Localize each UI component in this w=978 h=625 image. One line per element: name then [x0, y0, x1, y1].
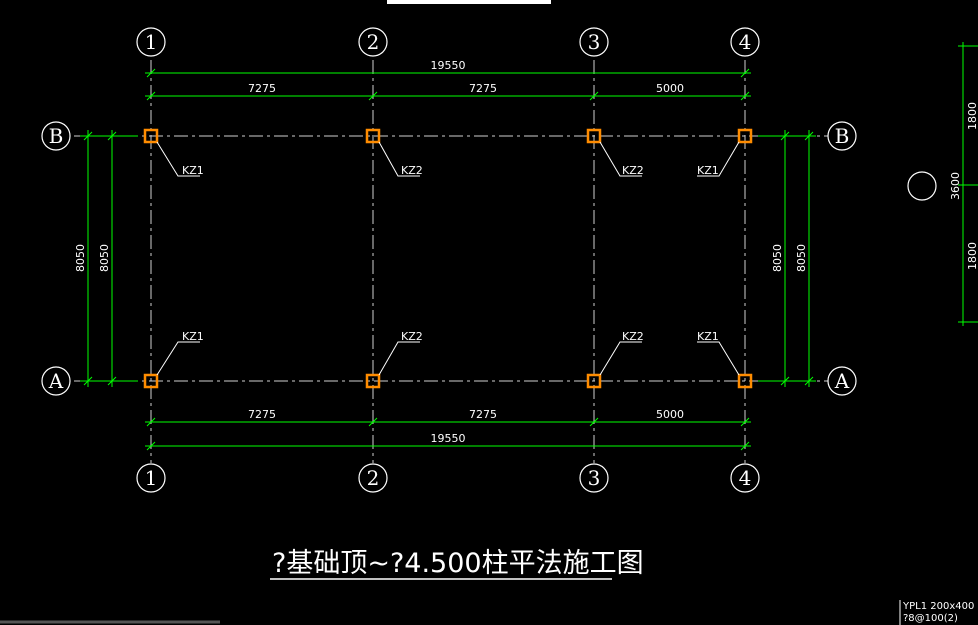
svg-text:A: A	[48, 369, 64, 393]
column-B2[interactable]	[365, 128, 381, 144]
column-tag-leaders	[156, 141, 740, 376]
column-B3[interactable]	[586, 128, 602, 144]
column-A2[interactable]	[365, 373, 381, 389]
dim-top-span-3: 5000	[656, 82, 684, 95]
dim-left-outer: 8050	[74, 244, 87, 272]
axis-bubble-top-4[interactable]: 4	[730, 27, 760, 57]
axis-bubbles-bottom: 1 2 3 4	[136, 463, 760, 493]
axis-bubble-left-A[interactable]: A	[41, 366, 71, 396]
svg-text:1: 1	[145, 466, 158, 490]
axis-bubble-bottom-2[interactable]: 2	[358, 463, 388, 493]
axis-bubble-right-A[interactable]: A	[827, 366, 857, 396]
tag-B2: KZ2	[401, 164, 423, 177]
columns	[143, 128, 753, 389]
svg-text:A: A	[834, 369, 850, 393]
side-detail-section-circle	[907, 171, 937, 201]
column-A4[interactable]	[737, 373, 753, 389]
tag-A1: KZ1	[182, 330, 204, 343]
axis-bubble-left-B[interactable]: B	[41, 121, 71, 151]
svg-text:2: 2	[367, 466, 380, 490]
dim-top-total: 19550	[431, 59, 466, 72]
top-title-underline	[387, 0, 551, 4]
svg-text:B: B	[49, 124, 64, 148]
svg-text:3: 3	[588, 30, 601, 54]
tag-B4: KZ1	[697, 164, 719, 177]
tag-A2: KZ2	[401, 330, 423, 343]
beam-note-line2: ?8@100(2)	[903, 613, 958, 624]
grid-axis-lines	[74, 60, 828, 463]
svg-text:3: 3	[588, 466, 601, 490]
axis-bubble-bottom-3[interactable]: 3	[579, 463, 609, 493]
svg-text:2: 2	[367, 30, 380, 54]
column-A3[interactable]	[586, 373, 602, 389]
tag-B1: KZ1	[182, 164, 204, 177]
tag-A3: KZ2	[622, 330, 644, 343]
axis-bubble-top-3[interactable]: 3	[579, 27, 609, 57]
dim-bottom-span-2: 7275	[469, 408, 497, 421]
dim-bottom-span-3: 5000	[656, 408, 684, 421]
dimension-lines	[80, 42, 978, 451]
dim-top-span-1: 7275	[248, 82, 276, 95]
dim-right-outer: 8050	[795, 244, 808, 272]
dim-side-detail-2: 3600	[949, 172, 962, 200]
axis-bubble-top-2[interactable]: 2	[358, 27, 388, 57]
column-tags: KZ1 KZ2 KZ2 KZ1 KZ1 KZ2 KZ2 KZ1	[182, 164, 719, 343]
axis-bubble-top-1[interactable]: 1	[136, 27, 166, 57]
svg-text:4: 4	[739, 466, 752, 490]
axis-bubble-bottom-1[interactable]: 1	[136, 463, 166, 493]
dim-left-inner: 8050	[98, 244, 111, 272]
dim-top-span-2: 7275	[469, 82, 497, 95]
tag-B3: KZ2	[622, 164, 644, 177]
svg-text:B: B	[835, 124, 850, 148]
svg-text:1: 1	[145, 30, 158, 54]
drawing-title: ?基础顶~?4.500柱平法施工图	[272, 548, 644, 579]
axis-bubbles-side: B A B A	[41, 121, 857, 396]
beam-note-line1: YPL1 200x400	[902, 601, 974, 612]
axis-bubbles-top: 1 2 3 4	[136, 27, 760, 57]
axis-bubble-right-B[interactable]: B	[827, 121, 857, 151]
dim-side-detail-1: 1800	[966, 102, 978, 130]
dim-right-inner: 8050	[771, 244, 784, 272]
column-A1[interactable]	[143, 373, 159, 389]
dim-side-detail-3: 1800	[966, 242, 978, 270]
dimension-texts: 19550 7275 7275 5000 7275 7275 5000 1955…	[74, 59, 978, 445]
column-B4[interactable]	[737, 128, 753, 144]
svg-text:4: 4	[739, 30, 752, 54]
tag-A4: KZ1	[697, 330, 719, 343]
dim-bottom-span-1: 7275	[248, 408, 276, 421]
dim-bottom-total: 19550	[431, 432, 466, 445]
axis-bubble-bottom-4[interactable]: 4	[730, 463, 760, 493]
column-B1[interactable]	[143, 128, 159, 144]
